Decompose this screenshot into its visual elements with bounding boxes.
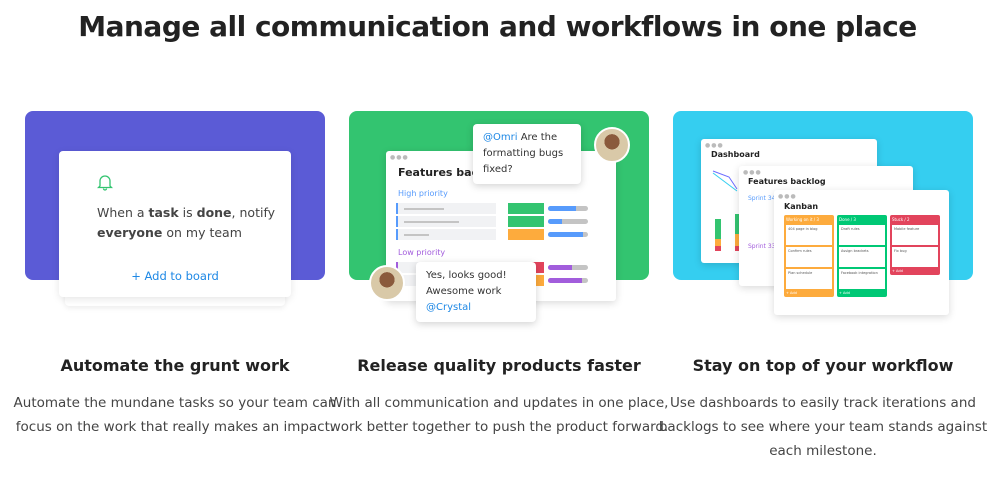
recipe-text-part: When a (97, 205, 149, 220)
kanban-column: Stuck / 2 Mobile feature Fix bug + Add (890, 215, 940, 275)
feature-heading: Stay on top of your workflow (692, 356, 954, 375)
feature-description: Use dashboards to easily track iteration… (658, 395, 988, 459)
kanban-card[interactable]: Mobile feature (892, 225, 938, 245)
kanban-card[interactable]: Fix bug (892, 247, 938, 267)
kanban-card[interactable]: Draft rules (839, 225, 885, 245)
avatar (369, 265, 405, 301)
kanban-card[interactable]: Facebook integration (839, 269, 885, 289)
recipe-text: When a task is done, notify everyone on … (97, 203, 277, 243)
feature-description: With all communication and updates in on… (329, 395, 669, 435)
mention[interactable]: @Omri (483, 132, 518, 143)
board-row (396, 216, 596, 227)
board-row (396, 203, 596, 214)
mention[interactable]: @Crystal (426, 302, 472, 313)
comment-text: Are the formatting bugs fixed? (483, 132, 564, 175)
recipe-condition: done (196, 205, 232, 220)
avatar (594, 127, 630, 163)
kanban-add-button[interactable]: + Add (839, 291, 850, 295)
kanban-add-button[interactable]: + Add (892, 269, 903, 273)
dashboard-charts (712, 170, 741, 251)
kanban-card[interactable]: Plan schedule (786, 269, 832, 289)
kanban-column-header: Stuck / 2 (892, 217, 910, 222)
sprint-label: Sprint 33 (748, 243, 776, 250)
comment-bubble-question: @Omri Are the formatting bugs fixed? (473, 124, 581, 184)
feature-heading: Release quality products faster (357, 356, 641, 375)
feature-description: Automate the mundane tasks so your team … (13, 395, 337, 435)
window-dots: ●●● (743, 169, 762, 176)
comment-bubble-reply: Yes, looks good! Awesome work @Crystal (416, 262, 536, 322)
recipe-text-part: , notify (231, 205, 276, 220)
kanban-column-header: Done / 3 (839, 217, 856, 222)
group-low-priority: Low priority (398, 248, 446, 257)
window-dots: ●●● (778, 193, 797, 200)
kanban-column: Working on it / 3 404 page in blog Confi… (784, 215, 834, 297)
recipe-target: everyone (97, 225, 163, 240)
comment-text: Yes, looks good! Awesome work (426, 270, 507, 297)
sprint-label: Sprint 34 (748, 195, 776, 202)
kanban-title: Kanban (784, 202, 819, 211)
kanban-add-button[interactable]: + Add (786, 291, 797, 295)
add-to-board-button[interactable]: + Add to board (131, 269, 219, 283)
bell-icon (97, 175, 113, 191)
kanban-card[interactable]: 404 page in blog (786, 225, 832, 245)
kanban-column: Done / 3 Draft rules Assign brackets Fac… (837, 215, 887, 297)
page-title: Manage all communication and workflows i… (78, 10, 917, 43)
dashboard-title: Dashboard (711, 150, 760, 159)
recipe-text-part: on my team (162, 225, 242, 240)
group-high-priority: High priority (398, 189, 448, 198)
board-row (396, 229, 596, 240)
automation-recipe-card: When a task is done, notify everyone on … (59, 151, 291, 297)
feature-heading: Automate the grunt work (60, 356, 290, 375)
kanban-card[interactable]: Confirm rules (786, 247, 832, 267)
kanban-window: ●●● Kanban Working on it / 3 404 page in… (774, 190, 949, 315)
recipe-text-part: is (178, 205, 197, 220)
recipe-trigger: task (148, 205, 179, 220)
backlog-title: Features backlog (748, 177, 826, 186)
kanban-card[interactable]: Assign brackets (839, 247, 885, 267)
kanban-column-header: Working on it / 3 (786, 217, 819, 222)
window-dots: ●●● (390, 154, 409, 161)
window-dots: ●●● (705, 142, 724, 149)
